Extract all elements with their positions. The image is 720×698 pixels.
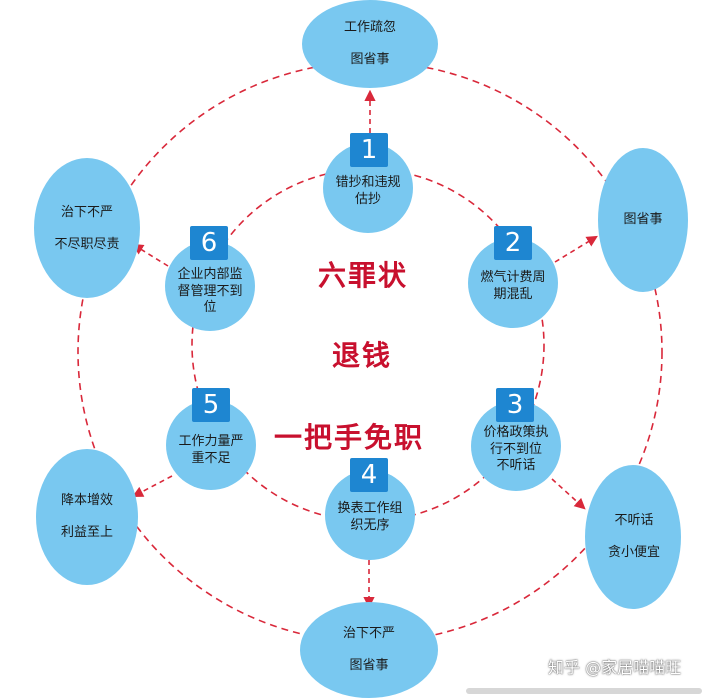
- arrow-6-to-top-left: [132, 243, 169, 267]
- outer-node-bottom-left: [36, 449, 138, 585]
- inner-node-5-line-2: 重不足: [191, 451, 231, 466]
- inner-node-3-line-3: 不听话: [496, 458, 536, 474]
- arrow-3-to-bottom-right: [551, 478, 586, 510]
- number-badge-6: 6: [190, 226, 228, 260]
- outer-node-right: [598, 148, 688, 292]
- outer-node-right-line-1: 图省事: [623, 212, 663, 228]
- inner-node-1-line-1: 错抄和违规: [335, 175, 401, 191]
- outer-node-bottom-text: 治下不严 图省事: [300, 618, 438, 682]
- outer-node-bottom-line-2: 图省事: [349, 658, 389, 673]
- outer-node-top-line-2: 图省事: [350, 52, 390, 67]
- center-title-refund: 退钱: [332, 339, 393, 372]
- inner-node-5-line-1: 工作力量严: [178, 434, 244, 450]
- outer-node-bottom-left-text: 降本增效 利益至上: [37, 480, 137, 554]
- inner-node-3-line-2: 行不到位: [489, 441, 542, 457]
- inner-node-1-text: 错抄和违规 估抄: [326, 168, 410, 216]
- center-title-dismissal: 一把手免职: [274, 421, 425, 454]
- inner-node-1: [323, 143, 413, 233]
- outer-node-top-left-line-2: 不尽职尽责: [54, 237, 120, 252]
- number-badge-5: 5: [192, 388, 230, 422]
- center-title-six-crimes: 六罪状: [318, 259, 409, 292]
- inner-node-4-line-2: 织无序: [350, 518, 390, 533]
- outer-node-bottom-left-line-2: 利益至上: [60, 525, 113, 540]
- inner-node-2-line-1: 燃气计费周: [480, 270, 546, 286]
- inner-node-2-text: 燃气计费周 期混乱: [471, 263, 555, 311]
- inner-node-6: [165, 241, 255, 331]
- inner-node-3-text: 价格政策执 行不到位 不听话: [474, 420, 558, 480]
- inner-node-4: [325, 470, 415, 560]
- number-badge-3: 3: [496, 388, 534, 422]
- number-badge-4: 4: [350, 458, 388, 492]
- number-badge-2: 2: [494, 226, 532, 260]
- outer-node-bottom: [300, 602, 438, 698]
- outer-node-top: [302, 0, 438, 88]
- inner-node-3-line-1: 价格政策执: [483, 424, 549, 440]
- inner-node-6-line-2: 督管理不到: [177, 283, 243, 299]
- outer-node-bottom-line-1: 治下不严: [342, 626, 395, 642]
- arrow-2-to-right: [554, 235, 598, 263]
- outer-node-top-text: 工作疏忽 图省事: [302, 8, 438, 80]
- inner-node-6-text: 企业内部监 督管理不到 位: [168, 262, 252, 322]
- outer-node-top-left: [34, 158, 140, 298]
- outer-node-bottom-right-text: 不听话 贪小便宜: [586, 500, 682, 574]
- outer-node-bottom-right-line-1: 不听话: [614, 513, 654, 529]
- outer-node-top-left-text: 治下不严 不尽职尽责: [34, 192, 140, 266]
- outer-node-bottom-left-line-1: 降本增效: [60, 493, 113, 509]
- inner-node-4-line-1: 换表工作组: [337, 501, 403, 517]
- inner-node-1-line-2: 估抄: [354, 192, 381, 207]
- inner-node-4-text: 换表工作组 织无序: [328, 495, 412, 541]
- outer-node-top-line-1: 工作疏忽: [343, 20, 396, 36]
- outer-node-bottom-right: [585, 465, 681, 609]
- outer-node-right-text: 图省事: [598, 206, 688, 234]
- inner-node-6-line-3: 位: [203, 300, 217, 316]
- number-badge-1: 1: [350, 133, 388, 167]
- inner-node-3: [471, 401, 561, 491]
- inner-node-5: [166, 400, 256, 490]
- inner-node-5-text: 工作力量严 重不足: [169, 428, 253, 474]
- arrow-5-to-bottom-left: [132, 475, 173, 498]
- inner-node-2-line-2: 期混乱: [493, 287, 533, 302]
- scroll-indicator: [466, 688, 702, 694]
- watermark: 知乎 @家居喵喵旺: [548, 658, 682, 677]
- inner-node-6-line-1: 企业内部监: [177, 266, 243, 282]
- inner-node-2: [468, 238, 558, 328]
- outer-node-top-left-line-1: 治下不严: [60, 205, 113, 221]
- outer-node-bottom-right-line-2: 贪小便宜: [607, 545, 660, 560]
